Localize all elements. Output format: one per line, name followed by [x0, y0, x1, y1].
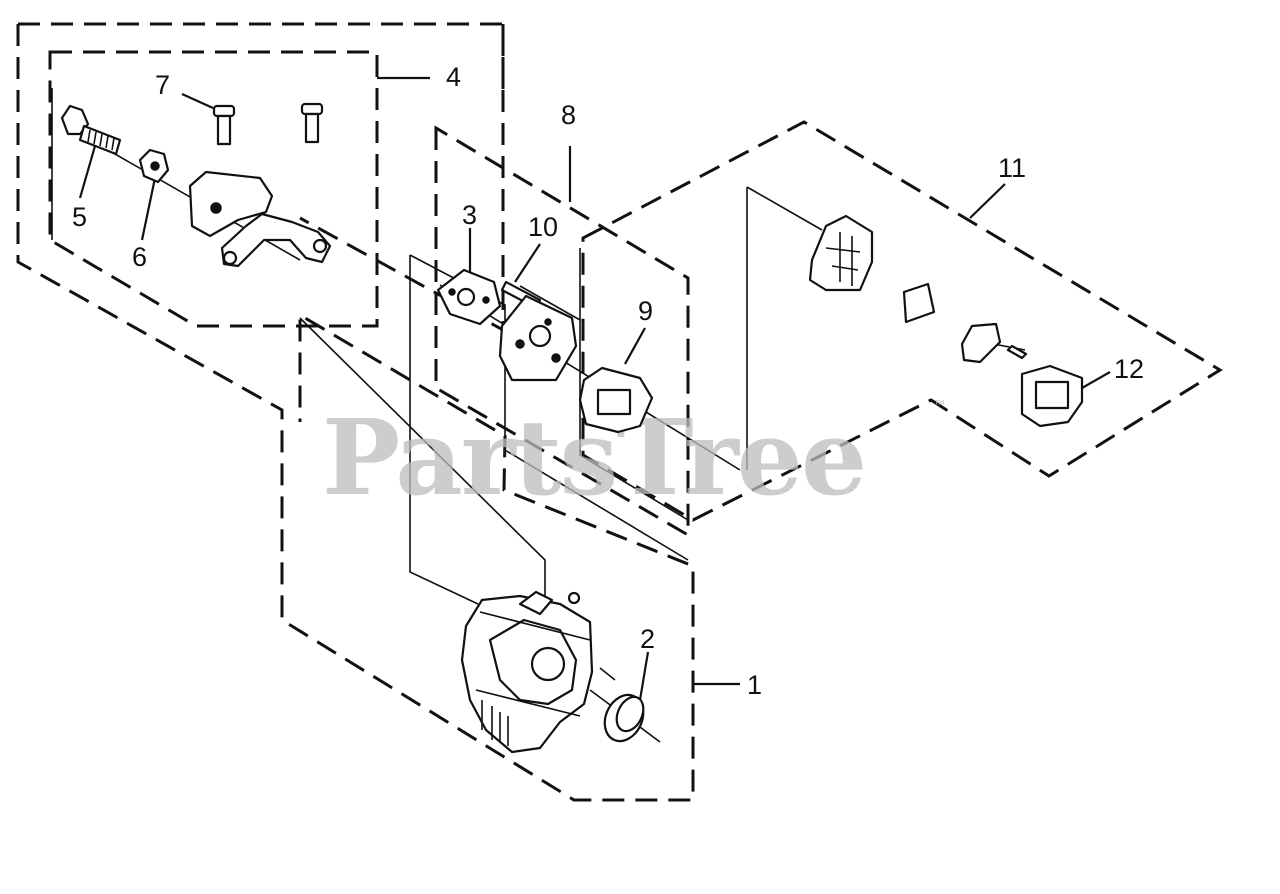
part-12-gasket — [1020, 364, 1084, 428]
leader-10 — [514, 243, 541, 283]
callout-3: 3 — [462, 200, 477, 230]
group-8-boundary — [434, 125, 690, 538]
part-1-carburetor — [460, 590, 594, 754]
callout-11: 11 — [998, 153, 1026, 183]
part-5-screw-spring — [60, 104, 122, 156]
callout-6: 6 — [132, 242, 147, 272]
leader-11 — [969, 183, 1006, 219]
watermark-trademark: ™ — [934, 399, 945, 411]
callout-1: 1 — [747, 670, 762, 700]
group-11-boundary — [581, 120, 1223, 522]
part-3-gasket — [436, 268, 502, 326]
part-4-throttle-bracket — [188, 170, 332, 268]
callout-2: 2 — [640, 624, 655, 654]
part-11-manifold — [808, 214, 874, 292]
callout-9: 9 — [638, 296, 653, 326]
callout-7: 7 — [155, 70, 170, 100]
part-9-gasket — [578, 366, 654, 434]
part-6-nut — [138, 148, 170, 184]
leader-9 — [624, 327, 646, 365]
leader-7 — [181, 92, 214, 110]
leader-5 — [78, 145, 97, 199]
group-4-boundary — [48, 50, 379, 328]
callout-12: 12 — [1114, 354, 1144, 384]
part-2-cap — [603, 693, 645, 743]
leader-2 — [638, 651, 650, 701]
callout-4: 4 — [446, 62, 461, 92]
callout-10: 10 — [528, 212, 558, 242]
part-11-reed — [902, 282, 936, 324]
leader-6 — [140, 177, 157, 241]
part-7-screw — [212, 102, 324, 146]
part-11-elbow — [960, 322, 1028, 364]
callout-8: 8 — [561, 100, 576, 130]
callout-5: 5 — [72, 202, 87, 232]
part-plate — [498, 294, 578, 382]
